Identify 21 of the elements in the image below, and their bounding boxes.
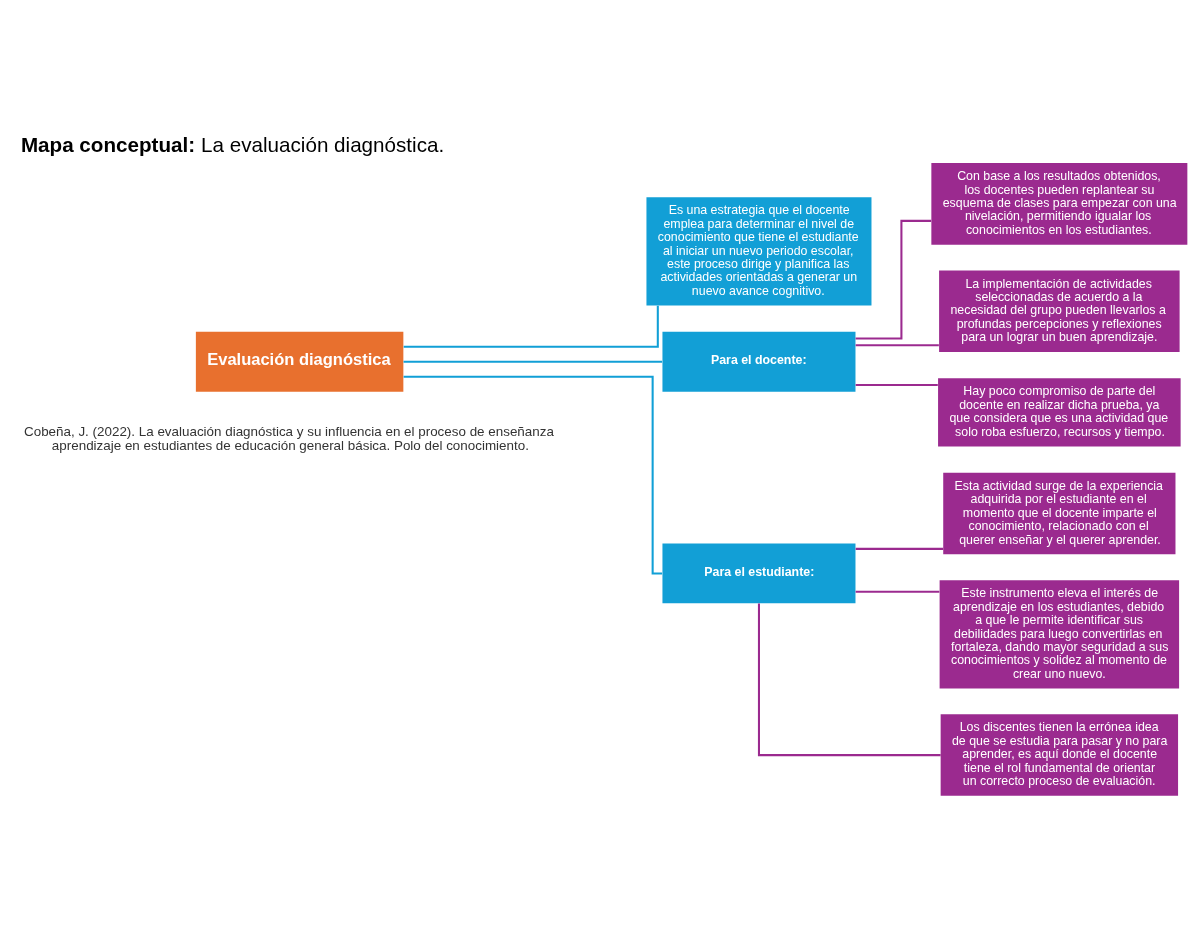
connector [855, 219, 932, 340]
node-box: Los discentes tienen la errónea idea de que se estudia para pasar y no para aprender, es aquí donde el docente tiene el rol fundamental de orientar un correcto proceso de evaluación. [940, 713, 1179, 796]
node-box: Con base a los resultados obtenidos, los docentes pueden replantear su esquema de clases para empezar con una nivelación, permitiendo igualar los conocimientos en los estudiantes. [931, 162, 1188, 245]
connector [855, 547, 944, 550]
node-box: Este instrumento eleva el interés de aprendizaje en los estudiantes, debido a que le permite identificar sus debilidades para luego convertirlas en fortaleza, dando mayor seguridad a sus conocimientos y solidez al momento de crear uno nuevo. [939, 579, 1180, 688]
node-box: Hay poco compromiso de parte del docente en realizar dicha prueba, ya que considera que es una actividad que solo roba esfuerzo, recursos y tiempo. [938, 377, 1181, 446]
connector [757, 602, 941, 756]
node-box: Para el estudiante: [662, 543, 856, 603]
diagram-title: Mapa conceptual: La evaluación diagnóstica. [20, 132, 445, 156]
connector [403, 360, 663, 363]
node-box: La implementación de actividades seleccionadas de acuerdo a la necesidad del grupo pueden llevarlos a profundas percepciones y reflexiones para un lograr un buen aprendizaje. [939, 269, 1180, 352]
connector [855, 383, 938, 386]
connector [855, 343, 939, 346]
caption: Cobeña, J. (2022). La evaluación diagnóstica y su influencia en el proceso de enseñanza aprendizaje en estudiantes de educación general básica. Polo del conocimiento. [24, 423, 554, 453]
node-box: Evaluación diagnóstica [195, 331, 404, 392]
node-box: Es una estrategia que el docente emplea para determinar el nivel de conocimiento que tiene el estudiante al iniciar un nuevo periodo escolar, este proceso dirige y planifica las actividades orientadas a generar un nuevo avance cognitivo. [646, 196, 872, 306]
connector [855, 590, 940, 593]
node-box: Esta actividad surge de la experiencia adquirida por el estudiante en el momento que el docente imparte el conocimiento, relacionado con el querer enseñar y el querer aprender. [943, 472, 1176, 554]
connector [403, 305, 659, 348]
node-box: Para el docente: [662, 331, 856, 392]
connector [403, 375, 663, 574]
